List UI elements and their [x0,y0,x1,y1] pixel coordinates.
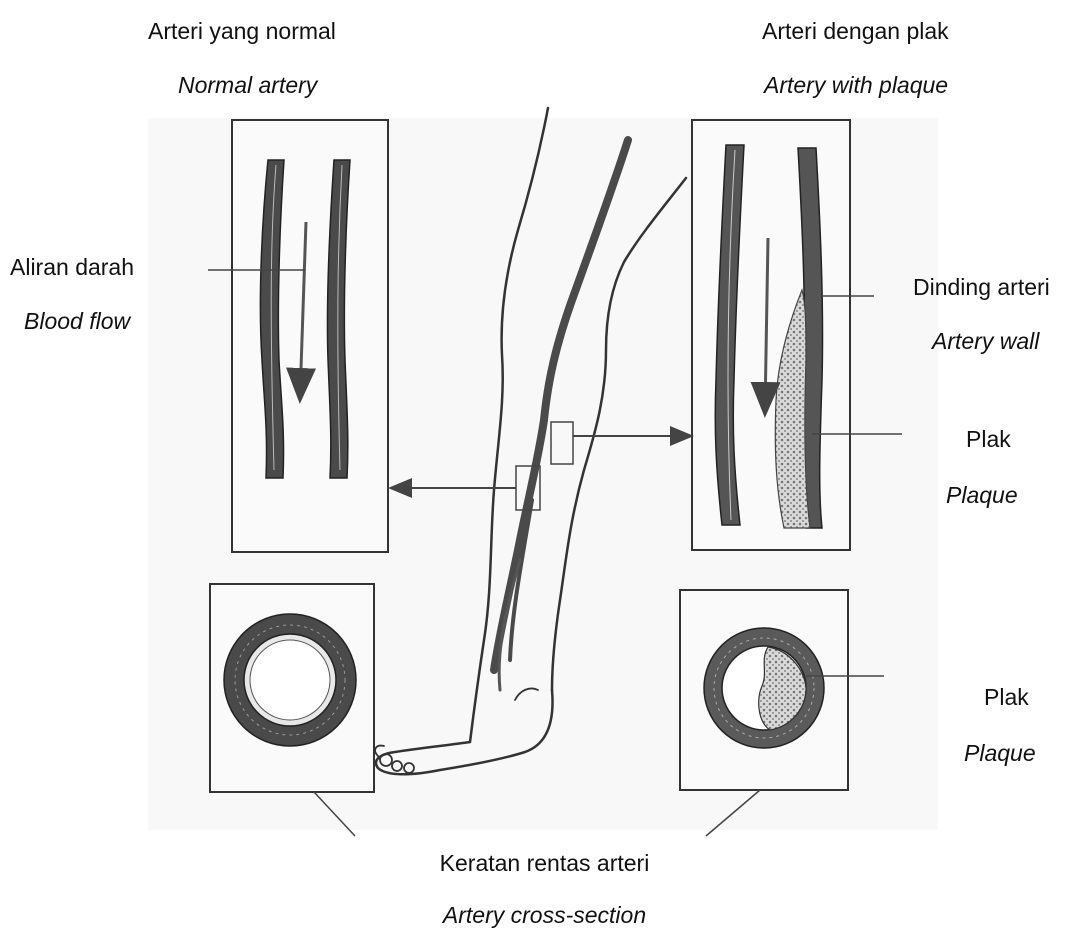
cross-section-label-en: Artery cross-section [0,904,1089,927]
normal-artery-label-en: Normal artery [178,74,317,97]
plaque-cross-label-ms: Plak [984,686,1029,709]
blood-flow-label-ms: Aliran darah [10,256,134,279]
artery-wall-label-ms: Dinding arteri [913,276,1050,299]
plaque-artery-label-ms: Arteri dengan plak [762,20,949,43]
plaque-artery-label-en: Artery with plaque [764,74,948,97]
plaque-cross-label-en: Plaque [964,742,1036,765]
normal-artery-label-ms: Arteri yang normal [148,20,336,43]
cross-section-label-ms: Keratan rentas arteri [0,852,1089,875]
plaque-long-label-en: Plaque [946,484,1018,507]
artery-wall-label-en: Artery wall [932,330,1039,353]
normal-artery-panel [208,120,388,552]
plaque-long-label-ms: Plak [966,428,1011,451]
blood-flow-label-en: Blood flow [24,310,130,333]
